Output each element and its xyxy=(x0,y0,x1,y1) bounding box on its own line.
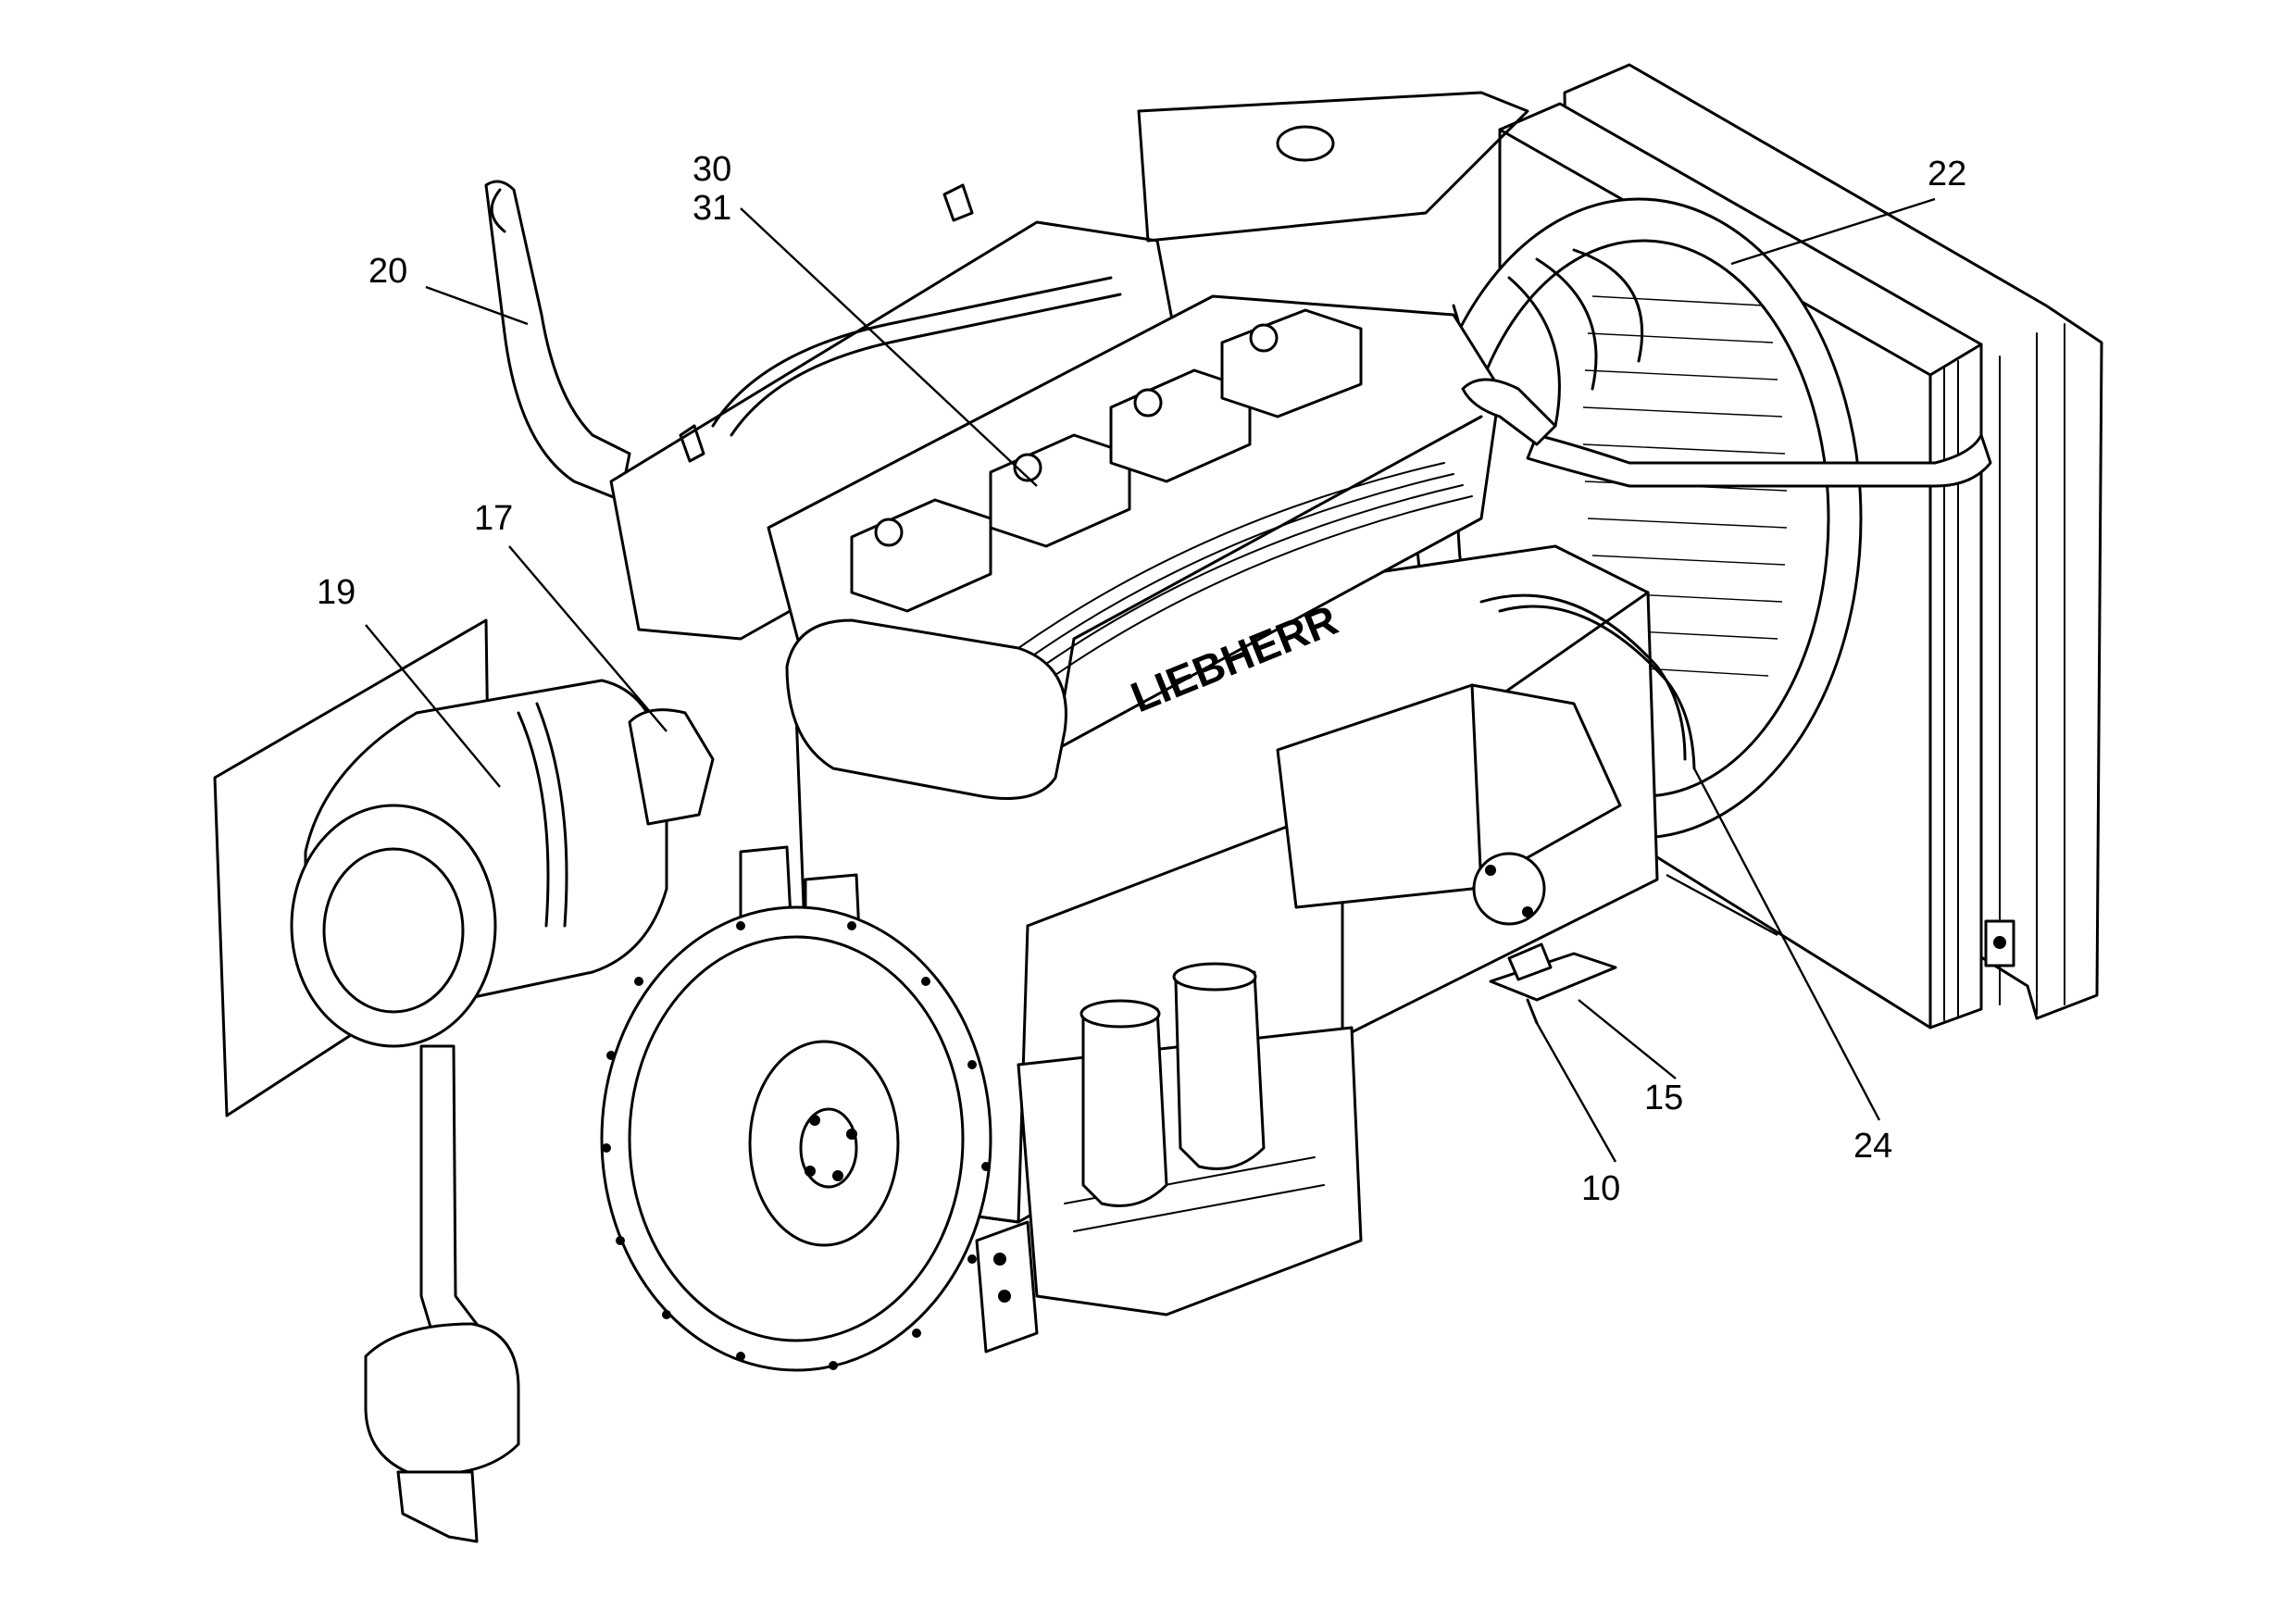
leader-22 xyxy=(1730,197,1936,266)
callout-19: 19 xyxy=(317,573,356,612)
front-mount-bracket xyxy=(975,1220,1039,1354)
leader-30-31 xyxy=(740,207,1038,487)
leader-15 xyxy=(1578,999,1677,1079)
fuel-injection-pump xyxy=(1276,683,1622,926)
air-filter-assembly xyxy=(213,618,715,1543)
leader-lines xyxy=(365,197,1936,1163)
callout-15: 15 xyxy=(1644,1079,1683,1117)
callout-17: 17 xyxy=(474,499,513,538)
leader-24b xyxy=(1666,873,1778,937)
callout-30: 30 xyxy=(693,150,731,189)
leader-19 xyxy=(365,624,501,788)
radiator-hoses xyxy=(1461,378,1992,770)
callout-22: 22 xyxy=(1928,155,1966,193)
callout-24: 24 xyxy=(1853,1127,1892,1166)
flywheel-housing xyxy=(600,905,992,1372)
rocker-covers xyxy=(850,308,1363,613)
callout-10: 10 xyxy=(1581,1169,1620,1208)
callout-20: 20 xyxy=(368,252,407,291)
callout-labels: 30 31 22 20 17 19 15 10 24 xyxy=(317,150,1966,1208)
leader-17 xyxy=(508,545,668,732)
callout-31: 31 xyxy=(693,189,731,228)
leader-10 xyxy=(1535,1022,1617,1163)
oil-filters xyxy=(1079,962,1266,1207)
intake-manifold-tube xyxy=(711,276,1122,800)
leader-24 xyxy=(1692,767,1881,1121)
leader-20 xyxy=(425,285,529,326)
air-intake-pipe xyxy=(484,180,631,502)
engine-mount-bracket xyxy=(1489,942,1617,1025)
